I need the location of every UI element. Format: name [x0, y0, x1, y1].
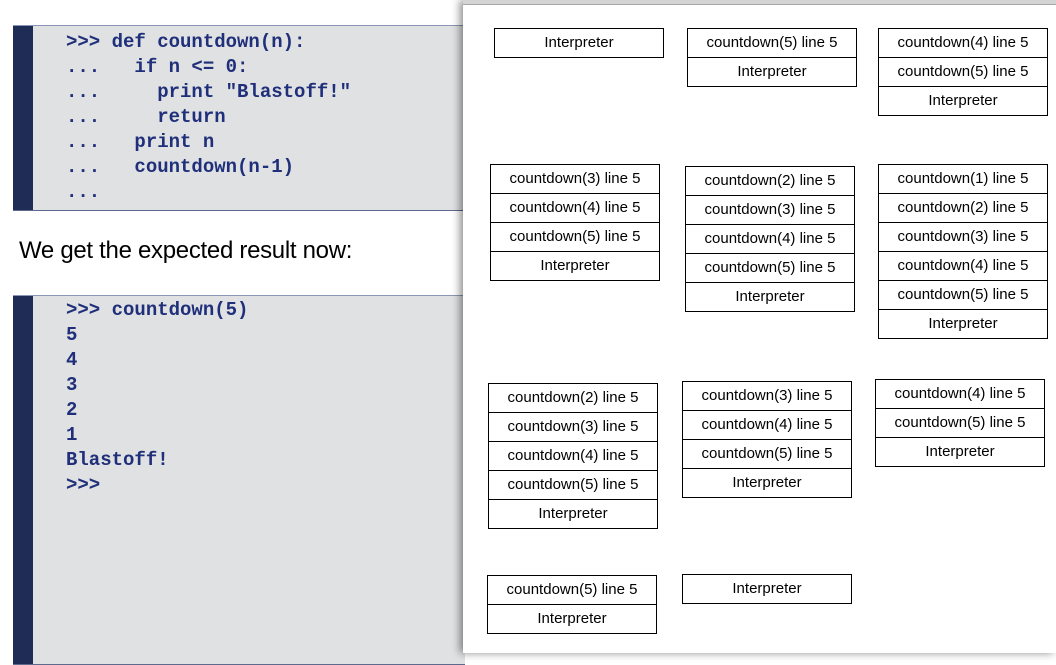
interpreter-frame: Interpreter	[688, 58, 856, 87]
code-line: >>> def countdown(n):	[66, 31, 306, 53]
code-line: ... return	[66, 106, 226, 128]
code-line: ... countdown(n-1)	[66, 156, 295, 178]
interpreter-frame: Interpreter	[879, 310, 1047, 339]
window-titlebar[interactable]	[463, 0, 1056, 5]
code-line: ... print n	[66, 131, 215, 153]
interpreter-frame: Interpreter	[491, 252, 659, 281]
stack-frame: countdown(3) line 5	[683, 382, 851, 411]
interpreter-frame: Interpreter	[495, 29, 663, 58]
stack-frame: countdown(3) line 5	[489, 413, 657, 442]
code-block-accent-bar	[13, 26, 33, 210]
stack-frame: countdown(5) line 5	[688, 29, 856, 58]
stack-frame: countdown(5) line 5	[491, 223, 659, 252]
output-line: 1	[66, 424, 78, 446]
interpreter-frame: Interpreter	[683, 575, 851, 604]
code-lines: >>> def countdown(n): ... if n <= 0: ...…	[66, 30, 351, 205]
output-line: >>> countdown(5)	[66, 299, 249, 321]
code-line: ... print "Blastoff!"	[66, 81, 352, 103]
stack-frame: countdown(3) line 5	[491, 165, 659, 194]
interpreter-frame: Interpreter	[489, 500, 657, 529]
call-stack-snapshot: Interpreter	[494, 28, 664, 58]
stack-frame: countdown(4) line 5	[876, 380, 1044, 409]
stack-frame: countdown(4) line 5	[491, 194, 659, 223]
interpreter-frame: Interpreter	[683, 469, 851, 498]
output-lines: >>> countdown(5) 5 4 3 2 1 Blastoff! >>>	[66, 298, 248, 498]
code-block-output: >>> countdown(5) 5 4 3 2 1 Blastoff! >>>	[13, 295, 465, 665]
stack-frame: countdown(5) line 5	[879, 58, 1047, 87]
output-line: >>>	[66, 474, 101, 496]
code-block-definition: >>> def countdown(n): ... if n <= 0: ...…	[13, 25, 465, 211]
stack-frame: countdown(5) line 5	[683, 440, 851, 469]
stack-frame: countdown(3) line 5	[686, 196, 854, 225]
code-line: ...	[66, 181, 101, 203]
output-line: Blastoff!	[66, 449, 169, 471]
stack-frame: countdown(5) line 5	[879, 281, 1047, 310]
stack-frame: countdown(1) line 5	[879, 165, 1047, 194]
output-line: 3	[66, 374, 78, 396]
output-line: 5	[66, 324, 78, 346]
stack-frame: countdown(4) line 5	[686, 225, 854, 254]
stack-frame: countdown(4) line 5	[879, 252, 1047, 281]
stack-frame: countdown(5) line 5	[488, 576, 656, 605]
interpreter-frame: Interpreter	[488, 605, 656, 634]
stack-frame: countdown(2) line 5	[489, 384, 657, 413]
stack-frame: countdown(5) line 5	[489, 471, 657, 500]
stack-frame: countdown(2) line 5	[879, 194, 1047, 223]
output-line: 4	[66, 349, 78, 371]
interpreter-frame: Interpreter	[876, 438, 1044, 467]
code-line: ... if n <= 0:	[66, 56, 249, 78]
stack-frame: countdown(4) line 5	[879, 29, 1047, 58]
slide-caption: We get the expected result now:	[19, 237, 353, 264]
stack-frame: countdown(2) line 5	[686, 167, 854, 196]
stack-frame: countdown(4) line 5	[489, 442, 657, 471]
stack-frame: countdown(4) line 5	[683, 411, 851, 440]
call-stack-snapshot: Interpreter	[682, 574, 852, 604]
output-line: 2	[66, 399, 78, 421]
interpreter-frame: Interpreter	[686, 283, 854, 312]
interpreter-frame: Interpreter	[879, 87, 1047, 116]
stack-frame: countdown(3) line 5	[879, 223, 1047, 252]
stack-frame: countdown(5) line 5	[686, 254, 854, 283]
code-block-accent-bar	[13, 296, 33, 664]
stack-frame: countdown(5) line 5	[876, 409, 1044, 438]
